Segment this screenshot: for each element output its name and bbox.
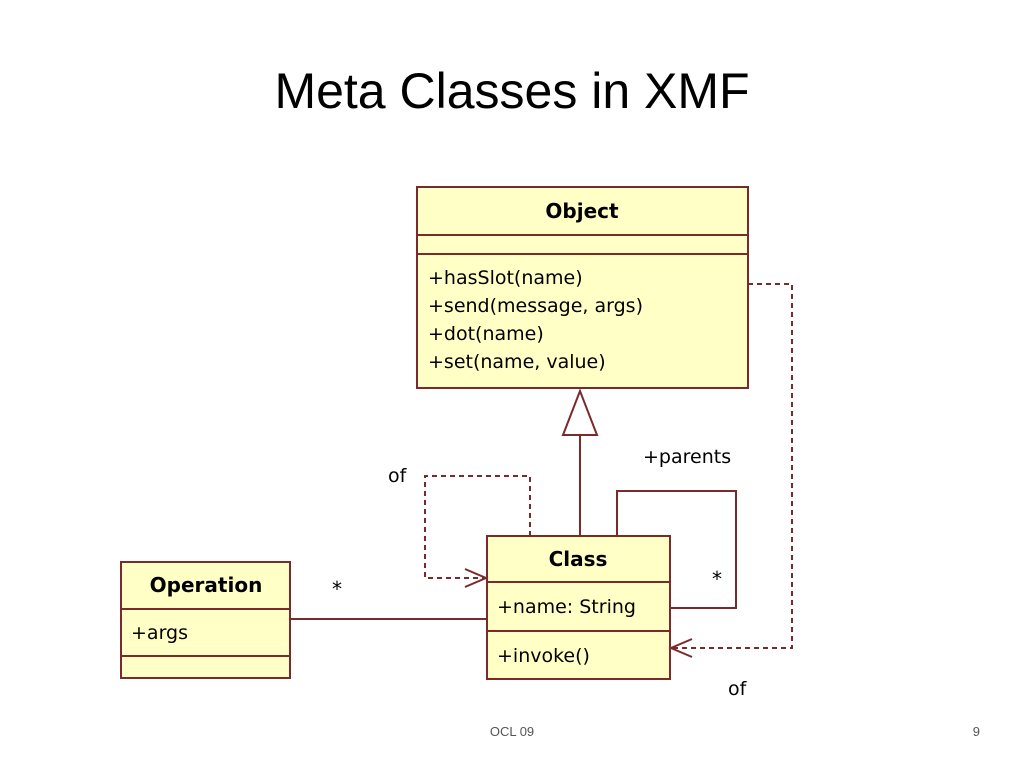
object-class-box[interactable]: Object +hasSlot(name) +send(message, arg…: [416, 186, 749, 389]
page-number: 9: [972, 724, 980, 739]
operation-attribute: +args: [131, 622, 188, 644]
class-class-frame: [486, 535, 671, 680]
of-label-left: of: [388, 465, 408, 487]
operation-multiplicity-label: *: [332, 577, 342, 601]
parents-role-label: +parents: [643, 446, 731, 468]
generalization-arrowhead: [561, 388, 599, 436]
object-operation: +hasSlot(name): [428, 267, 583, 289]
class-class-name: Class: [549, 547, 608, 571]
object-operation: +dot(name): [428, 323, 544, 345]
class-class-box[interactable]: Class +name: String +invoke(): [486, 535, 671, 680]
of-dependency-right-arrowhead: [668, 638, 693, 658]
operation-class-name: Operation: [150, 573, 263, 597]
parents-multiplicity-label: *: [712, 567, 722, 591]
slide-footer: OCL 09: [489, 724, 535, 739]
object-operation: +send(message, args): [428, 295, 643, 317]
of-label-right: of: [728, 678, 748, 700]
object-operation: +set(name, value): [428, 351, 606, 373]
operation-class-box[interactable]: Operation +args: [120, 561, 291, 679]
slide-title: Meta Classes in XMF: [274, 63, 750, 119]
of-dependency-left: [424, 475, 531, 579]
of-dependency-left-arrowhead: [464, 568, 489, 588]
object-class-name: Object: [545, 199, 619, 223]
class-operation: +invoke(): [497, 645, 590, 667]
of-dependency-right: [672, 283, 793, 649]
parents-association: [616, 490, 737, 609]
object-class-frame: [416, 186, 749, 389]
operation-class-frame: [120, 561, 291, 679]
class-attribute: +name: String: [497, 596, 636, 618]
